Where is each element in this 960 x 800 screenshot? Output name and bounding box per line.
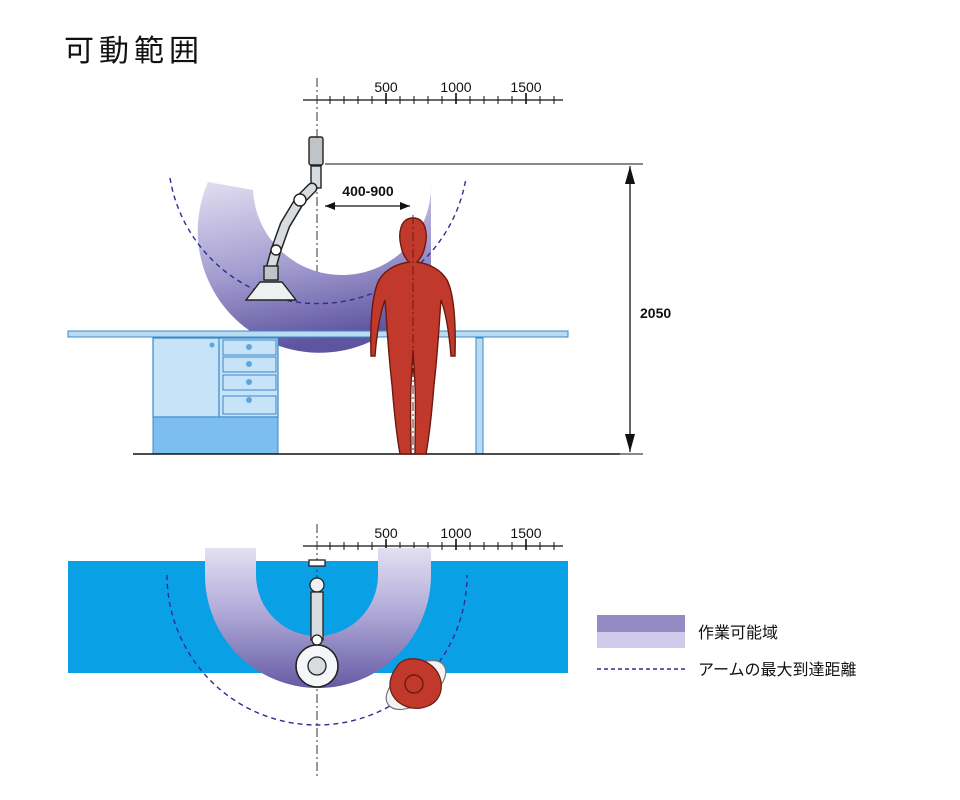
height-dimension-label: 2050 <box>640 305 671 321</box>
legend-work-area-swatch-light <box>597 632 685 648</box>
elevation-view: 500 1000 1500 400-900 <box>67 78 671 455</box>
reach-dimension-label: 400-900 <box>342 183 394 199</box>
plan-view: 500 1000 1500 <box>68 524 568 778</box>
person-top-view <box>385 658 447 711</box>
scale-bar-bottom: 500 1000 1500 <box>303 525 563 550</box>
person-silhouette <box>370 215 456 455</box>
scale-bar-top: 500 1000 1500 <box>303 79 563 104</box>
scale-tick-label-1000: 1000 <box>440 79 471 95</box>
extraction-arm <box>244 136 324 301</box>
scale-tick-label-1500: 1500 <box>510 525 541 541</box>
reach-dimension: 400-900 <box>325 183 410 210</box>
max-reach-arc <box>169 177 467 305</box>
desk <box>67 330 620 455</box>
scale-tick-label-500: 500 <box>374 79 398 95</box>
legend: 作業可能域 アームの最大到達距離 <box>597 615 857 679</box>
extraction-arm-plan <box>295 559 339 688</box>
legend-work-area-label: 作業可能域 <box>698 623 778 642</box>
scale-tick-label-500: 500 <box>374 525 398 541</box>
legend-work-area-swatch-dark <box>597 615 685 632</box>
page-title: 可動範囲 <box>64 34 204 69</box>
scale-tick-label-1000: 1000 <box>440 525 471 541</box>
scale-tick-label-1500: 1500 <box>510 79 541 95</box>
work-area-plan <box>205 548 431 688</box>
legend-max-reach-label: アームの最大到達距離 <box>698 660 857 679</box>
max-reach-plan <box>166 574 468 726</box>
